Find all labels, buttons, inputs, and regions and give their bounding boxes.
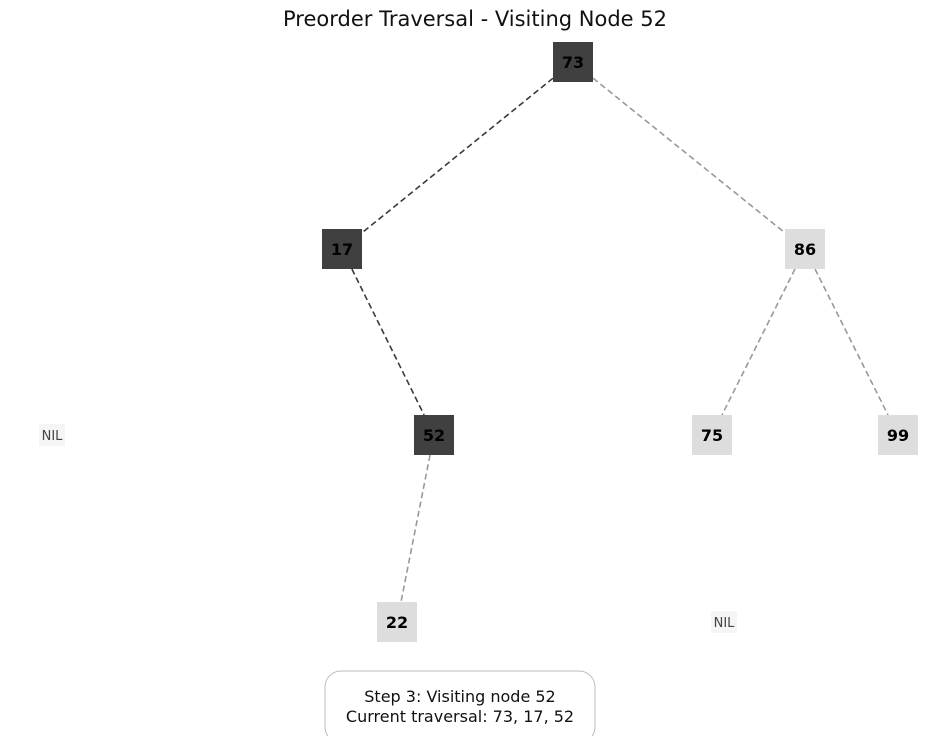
node-label: 73 [562, 53, 584, 72]
node-box [878, 415, 918, 455]
edge-52-22 [400, 454, 431, 603]
tree-node-73: 73 [553, 42, 593, 82]
node-label: 52 [423, 426, 445, 445]
edge-17-52 [351, 268, 425, 416]
node-box [692, 415, 732, 455]
nil-label: NIL [714, 616, 736, 631]
nil-marker: NIL [711, 611, 737, 633]
node-label: 75 [701, 426, 723, 445]
diagram-title: Preorder Traversal - Visiting Node 52 [283, 7, 667, 31]
edge-73-17 [361, 77, 554, 234]
nil-box [39, 424, 65, 446]
tree-node-75: 75 [692, 415, 732, 455]
tree-node-86: 86 [785, 229, 825, 269]
tree-node-52: 52 [414, 415, 454, 455]
node-label: 22 [386, 613, 408, 632]
edge-86-75 [721, 268, 796, 416]
nodes-layer: 73 17 86 52 75 99 22 [322, 42, 918, 642]
node-box [785, 229, 825, 269]
nil-marker: NIL [39, 424, 65, 446]
tree-node-17: 17 [322, 229, 362, 269]
node-box [377, 602, 417, 642]
status-step-text: Step 3: Visiting node 52 [364, 687, 555, 706]
node-box [553, 42, 593, 82]
node-box [414, 415, 454, 455]
nil-markers-layer: NIL NIL [39, 424, 737, 633]
node-box [322, 229, 362, 269]
node-label: 17 [331, 240, 353, 259]
node-label: 99 [887, 426, 909, 445]
edge-73-86 [592, 77, 786, 234]
tree-node-99: 99 [878, 415, 918, 455]
edge-86-99 [814, 268, 889, 416]
status-traversal-text: Current traversal: 73, 17, 52 [346, 707, 574, 726]
status-box: Step 3: Visiting node 52 Current travers… [324, 670, 596, 736]
nil-box [711, 611, 737, 633]
tree-node-22: 22 [377, 602, 417, 642]
node-label: 86 [794, 240, 816, 259]
edges-layer [351, 77, 889, 603]
nil-label: NIL [42, 429, 64, 444]
